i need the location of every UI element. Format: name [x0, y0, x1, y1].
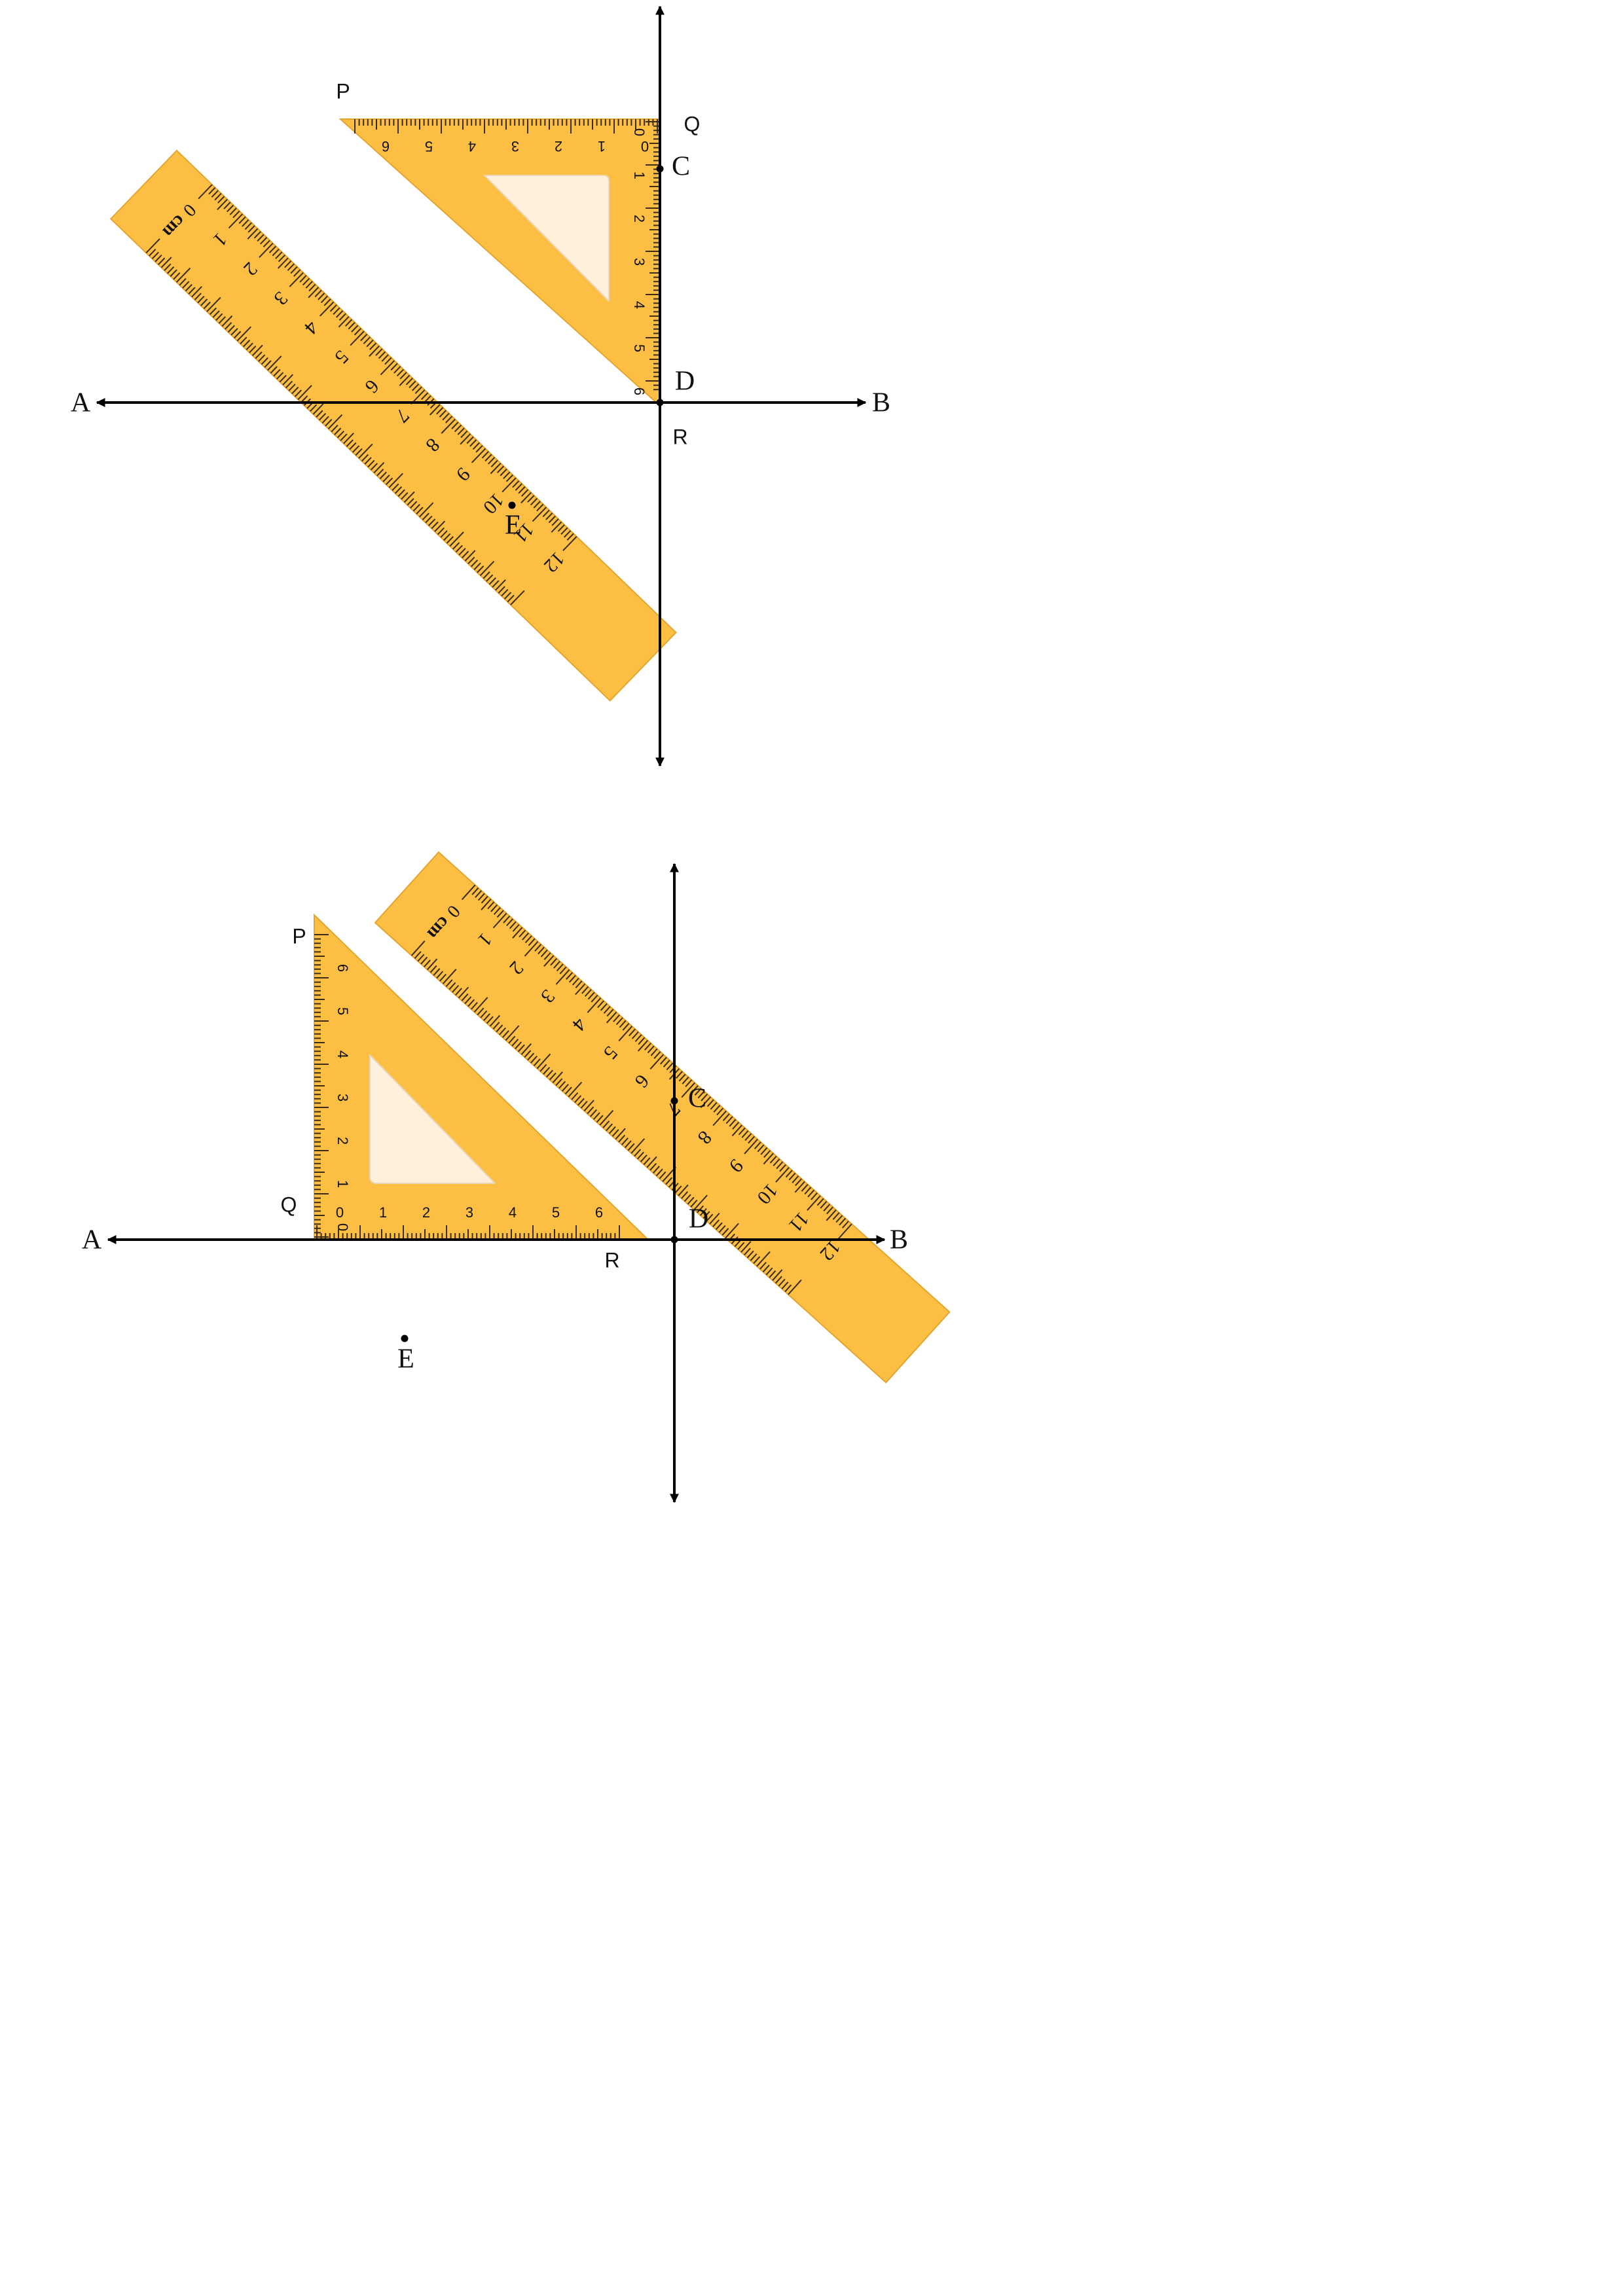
set-square-scale-b-0: 0	[335, 1223, 351, 1231]
set-square-scale-b-2: 2	[631, 215, 647, 223]
set-square-scale-b-4: 4	[631, 301, 647, 309]
point-d	[670, 1236, 678, 1244]
set-square-scale-b-3: 3	[335, 1094, 351, 1102]
label-d: D	[675, 367, 695, 397]
label-e: E	[397, 1344, 414, 1374]
label-p: P	[336, 79, 350, 103]
set-square-scale-b-6: 6	[631, 387, 647, 395]
ruler-body	[109, 149, 677, 702]
set-square-cutout	[484, 175, 610, 302]
set-square-scale-a-1: 1	[598, 138, 606, 154]
point-e	[508, 501, 516, 509]
set-square-scale-a-2: 2	[422, 1204, 430, 1221]
set-square-scale-a-5: 5	[425, 138, 433, 154]
set-square-scale-a-0: 0	[641, 138, 649, 154]
set-square-scale-a-6: 6	[382, 138, 390, 154]
set-square-scale-a-5: 5	[552, 1204, 560, 1221]
set-square-scale-b-5: 5	[335, 1007, 351, 1015]
set-square-scale-a-3: 3	[465, 1204, 473, 1221]
label-b: B	[872, 388, 890, 418]
set-square-scale-a-6: 6	[595, 1204, 603, 1221]
label-d: D	[689, 1204, 708, 1234]
set-square-scale-a-0: 0	[336, 1204, 344, 1221]
set-square: 0 1 2 3 4 5 6 0 1 2 3 4 5 6	[338, 118, 661, 408]
point-c	[656, 165, 664, 173]
ruler-ticks	[145, 184, 577, 605]
set-square-scale-b-1: 1	[335, 1180, 351, 1188]
label-q: Q	[684, 112, 701, 135]
set-square-scale-a-2: 2	[555, 138, 562, 154]
ruler-body	[374, 851, 951, 1384]
set-square-cutout	[369, 1054, 496, 1184]
set-square-scale-b-6: 6	[335, 964, 351, 972]
ruler-tick-marks	[410, 884, 852, 1295]
point-d	[656, 399, 664, 406]
label-c: C	[672, 152, 690, 182]
set-square-ticks	[354, 119, 660, 391]
ruler-ticks	[410, 884, 852, 1295]
label-r: R	[604, 1248, 619, 1272]
point-c	[670, 1097, 678, 1105]
ruler-tick-marks	[145, 184, 577, 605]
label-r: R	[672, 425, 687, 448]
label-c: C	[688, 1084, 706, 1114]
label-p: P	[292, 924, 306, 948]
set-square-scale-b-2: 2	[335, 1137, 351, 1145]
set-square-scale-a-1: 1	[379, 1204, 387, 1221]
set-square-scale-a-4: 4	[509, 1204, 517, 1221]
label-e: E	[505, 511, 522, 541]
set-square-scale-b-0: 0	[631, 128, 647, 136]
label-a: A	[71, 388, 91, 418]
set-square-ticks	[314, 934, 620, 1240]
set-square-scale-b-4: 4	[335, 1050, 351, 1058]
set-square-scale-a-4: 4	[468, 138, 476, 154]
set-square-scale-a-3: 3	[511, 138, 519, 154]
label-q: Q	[281, 1193, 297, 1216]
label-a: A	[82, 1225, 102, 1255]
set-square-scale-b-1: 1	[631, 171, 647, 179]
label-b: B	[890, 1225, 908, 1255]
set-square-scale-b-5: 5	[631, 344, 647, 352]
point-e	[401, 1335, 409, 1342]
set-square-scale-b-3: 3	[631, 258, 647, 266]
